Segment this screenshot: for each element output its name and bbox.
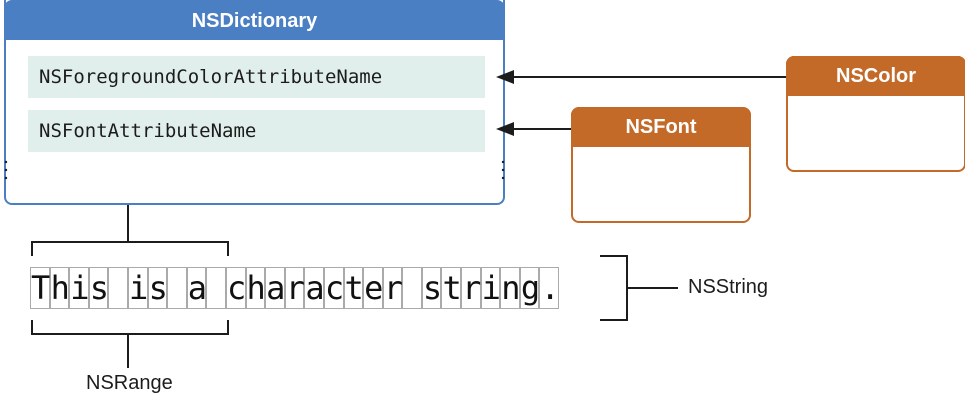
character-cell: g [519,267,541,309]
character-cell: i [127,267,149,309]
foreground-color-key: NSForegroundColorAttributeName [28,56,485,98]
color-arrowhead [496,70,514,84]
character-cell: r [382,267,403,309]
character-cell: h [245,267,266,309]
character-cell: e [363,267,384,309]
character-cell: c [225,267,247,309]
character-cell: t [343,267,364,309]
range-label: NSRange [86,372,173,394]
character-cell: t [441,267,462,309]
character-cell: n [500,267,521,309]
font-arrowhead [496,122,514,136]
ellipsis-marks [4,160,505,180]
character-cell [206,267,226,309]
string-bracket [600,255,628,321]
font-title: NSFont [571,107,751,147]
string-label: NSString [688,276,769,298]
dictionary-title: NSDictionary [4,0,505,40]
character-cell: s [147,267,168,309]
character-cell: s [88,267,110,309]
range-bracket-top [31,241,229,256]
character-cell: T [30,267,51,309]
character-cell: a [304,267,325,309]
character-cell: a [186,267,208,309]
character-cell [402,267,422,309]
font-key: NSFontAttributeName [28,110,485,152]
character-cell: i [69,267,90,309]
character-cell [108,267,128,309]
range-bracket-bottom [31,320,229,335]
character-cell: r [284,267,305,309]
character-cell: h [49,267,70,309]
character-cell: i [480,267,501,309]
character-cell: r [461,267,482,309]
color-title: NSColor [786,56,965,96]
character-cell: a [265,267,286,309]
character-cell [167,267,187,309]
character-cell: . [539,267,560,309]
character-cell: c [323,267,345,309]
character-cell: s [421,267,443,309]
